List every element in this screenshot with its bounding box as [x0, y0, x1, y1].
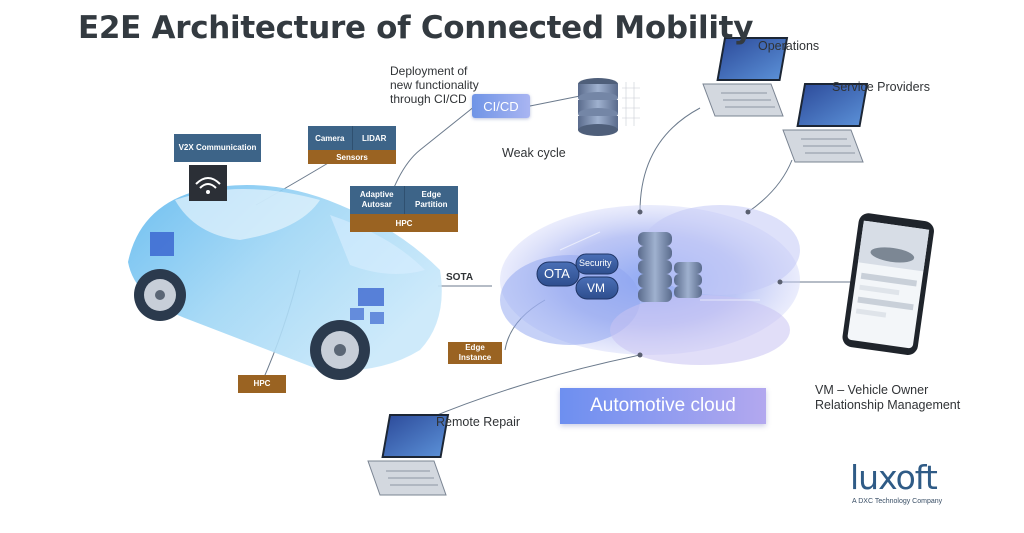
vm-description-label: VM – Vehicle Owner Relationship Manageme… — [815, 383, 960, 413]
remote-repair-label: Remote Repair — [436, 415, 521, 429]
automotive-cloud-label: Automotive cloud — [560, 388, 766, 424]
laptop-icon-operations — [702, 37, 789, 117]
deployment-label: Deployment of new functionality through … — [390, 64, 479, 106]
vm-description-line-1: VM – Vehicle Owner — [815, 383, 929, 397]
page-title: E2E Architecture of Connected Mobility — [78, 10, 754, 46]
cicd-box: CI/CD — [472, 94, 530, 118]
weak-cycle-label: Weak cycle — [502, 146, 566, 160]
hpc-bottom-box: HPC — [238, 375, 286, 393]
laptop-icon-remote-repair — [367, 414, 450, 496]
luxoft-tagline: A DXC Technology Company — [852, 498, 943, 505]
vm-description-line-2: Relationship Management — [815, 398, 961, 412]
service-providers-label: Service Providers — [832, 80, 930, 94]
wifi-icon — [189, 165, 227, 201]
sensors-box: Camera LIDAR Sensors — [308, 126, 396, 164]
cloud-database-icons — [638, 232, 702, 302]
adaptive-autosar-box: Adaptive Autosar — [350, 186, 404, 214]
deployment-line-3: through CI/CD — [390, 92, 467, 106]
database-icon — [578, 78, 640, 136]
hpc-top-footer: HPC — [350, 214, 458, 232]
camera-box: Camera — [308, 126, 352, 150]
ota-label: OTA — [544, 266, 570, 281]
security-label: Security — [579, 258, 612, 268]
sota-label: SOTA — [446, 272, 474, 283]
sensors-footer: Sensors — [308, 150, 396, 164]
smartphone-icon — [842, 213, 934, 355]
deployment-line-1: Deployment of — [390, 64, 468, 78]
hpc-top-box: Adaptive Autosar Edge Partition HPC — [350, 186, 458, 232]
v2x-communication-box: V2X Communication — [174, 134, 261, 162]
cloud-pills — [536, 253, 619, 300]
vm-label: VM — [587, 281, 605, 295]
luxoft-logo: luxoft — [850, 458, 938, 497]
laptop-icon-service-providers — [782, 83, 869, 163]
deployment-line-2: new functionality — [390, 78, 479, 92]
edge-partition-box: Edge Partition — [403, 186, 458, 214]
edge-instance-box: Edge Instance — [448, 342, 502, 364]
operations-label: Operations — [758, 39, 820, 53]
lidar-box: LIDAR — [351, 126, 396, 150]
